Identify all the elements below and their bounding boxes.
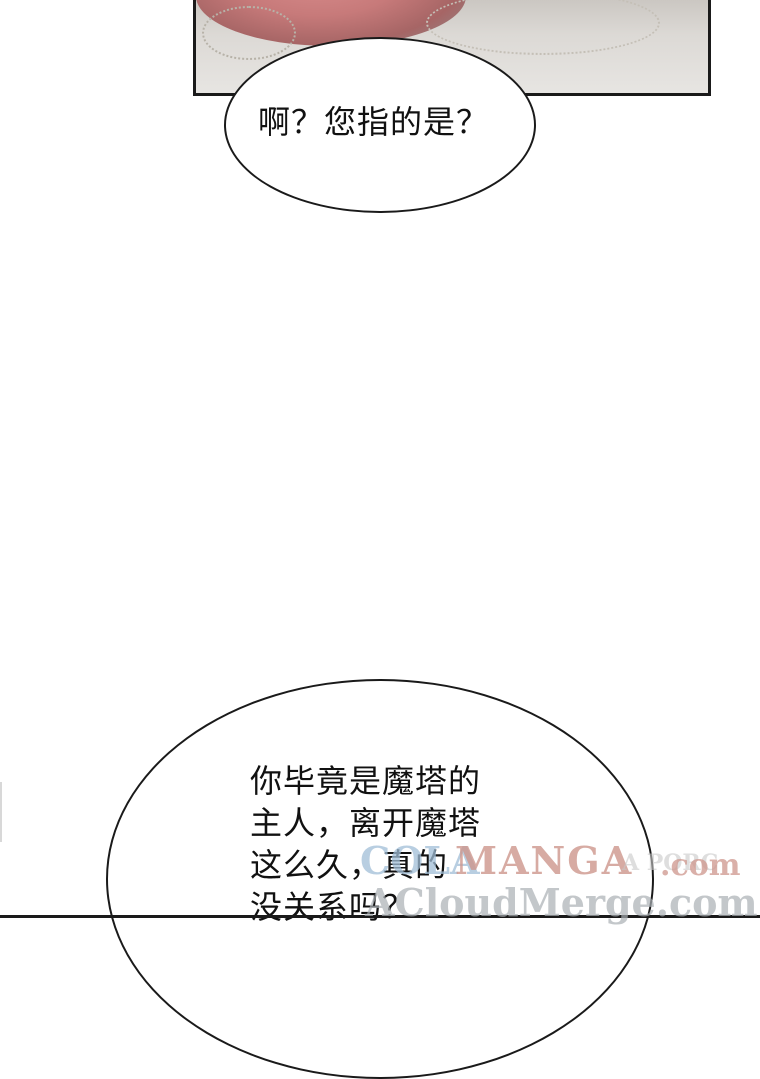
watermark-acloudmerge: ACloudMerge.com xyxy=(365,880,758,925)
panel-edge-mark xyxy=(0,782,10,842)
watermark-dotcom: .com xyxy=(660,848,741,883)
speech-bubble-1-text: 啊？您指的是？ xyxy=(258,103,490,141)
watermark-manga: MANGA xyxy=(455,838,634,883)
watermark-faint: A PORC xyxy=(622,850,719,876)
panel-border-bottom xyxy=(0,915,760,918)
speech-bubble-2-text: 你毕竟是魔塔的 主人，离开魔塔 这么久，真的 没关系吗？ xyxy=(250,762,482,926)
speech-bubble-1 xyxy=(224,37,536,213)
lace-doily-icon xyxy=(202,6,296,60)
lace-doily-icon xyxy=(426,0,660,55)
watermark-cola: COLA xyxy=(360,838,480,883)
